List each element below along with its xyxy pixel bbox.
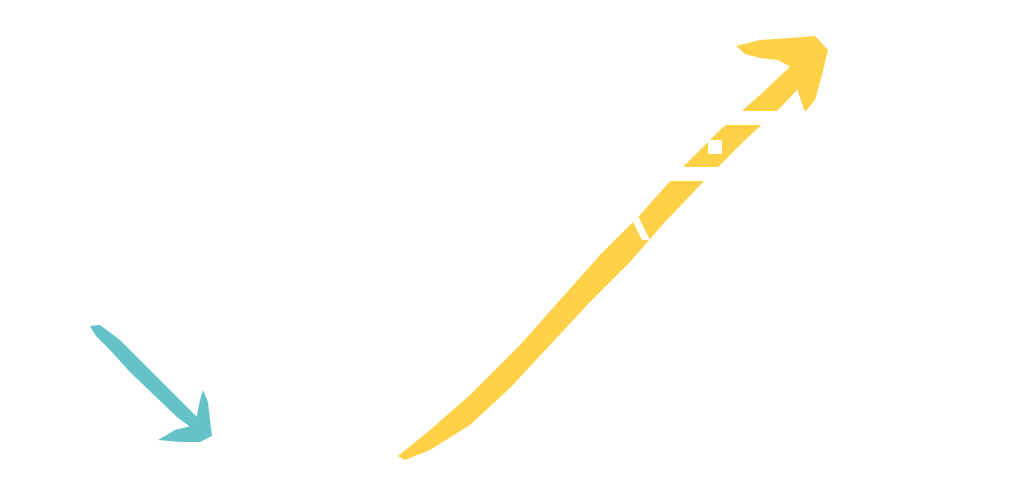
cutout-square (708, 140, 722, 154)
cutout-slash (628, 212, 650, 240)
cutout-band-2 (620, 167, 800, 181)
yellow-arrow-head (736, 36, 828, 112)
arrow-up-right-icon (398, 36, 828, 460)
teal-arrow-head (158, 390, 212, 442)
yellow-arrow-shaft (398, 62, 812, 460)
arrow-down-right-icon (90, 325, 212, 442)
cutout-band-1 (640, 111, 820, 125)
white-cutouts (620, 111, 820, 240)
teal-arrow-shaft (90, 325, 200, 428)
